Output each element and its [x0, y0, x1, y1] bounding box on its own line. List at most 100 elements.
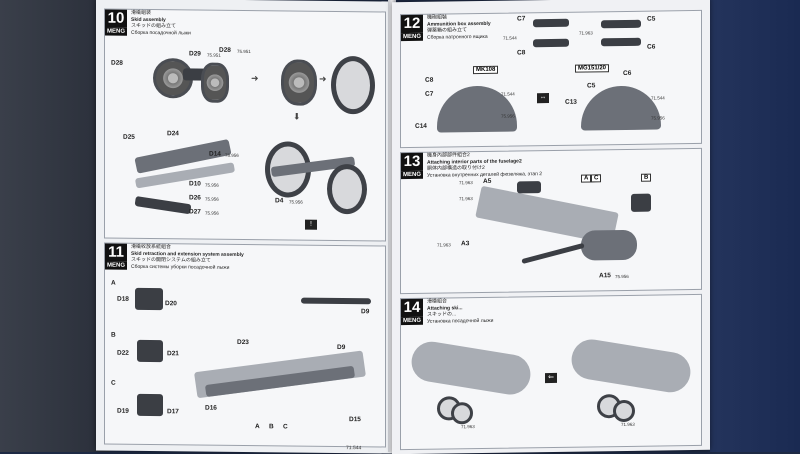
part-a5	[517, 181, 541, 194]
tag-a: A	[581, 174, 592, 183]
code-71963e: 71.963	[461, 424, 475, 430]
label-a-bottom: A	[255, 423, 260, 431]
tire-part	[331, 55, 375, 115]
step-titles: 滑橇組装 Skid assembly スキッドの組み立て Сборка поса…	[131, 10, 191, 37]
label-d14: D14	[209, 150, 221, 158]
label-d25: D25	[123, 133, 135, 141]
step-11: 11 滑橇收放系統組合 Skid retraction and extensio…	[104, 242, 386, 448]
step-number: 13	[401, 152, 423, 172]
tag-mg151: MG151/20	[575, 64, 610, 73]
label-d4: D4	[275, 197, 284, 205]
step-titles: 機砲組裝 Ammunition box assembly 弾薬箱の組み立て Сб…	[427, 14, 491, 41]
step-header: 10 滑橇組装 Skid assembly スキッドの組み立て Сборка п…	[105, 9, 191, 37]
meng-logo: MENG	[401, 32, 423, 42]
label-c8: C8	[517, 49, 526, 57]
step-number: 12	[401, 14, 423, 34]
part-b	[631, 193, 651, 212]
label-d29: D29	[189, 50, 201, 58]
label-d22: D22	[117, 349, 129, 357]
tag-b: B	[641, 173, 652, 182]
code-75956d: 75.956	[205, 210, 219, 216]
code-75956h: 75.956	[615, 273, 629, 280]
step-13: 13 機身內部部件組合2 Attaching interior parts of…	[400, 147, 702, 295]
step-14: 14 滑橇組合 Attaching ski... スキッドの... Устано…	[400, 293, 702, 451]
wheel-retracted-2	[613, 399, 635, 423]
warning-icon: !	[305, 219, 317, 230]
label-a15: A15	[599, 272, 611, 280]
step-titles: 滑橇組合 Attaching ski... スキッドの... Установка…	[427, 298, 493, 325]
arrow-right-icon: ➜	[251, 73, 259, 84]
meng-logo: MENG	[105, 27, 127, 36]
wheel-installed-2	[327, 163, 367, 215]
rail-d9	[301, 297, 371, 305]
code-75956g: 75.956	[651, 115, 665, 121]
label-d28: D28	[111, 59, 123, 67]
code-75956c: 75.956	[205, 196, 219, 202]
label-c6: C6	[647, 43, 656, 51]
step-10: 10 滑橇組装 Skid assembly スキッドの組み立て Сборка п…	[104, 8, 386, 242]
title-ru: Сборка системы уборки посадочной лыжи	[131, 263, 230, 271]
ammo-box-mg151	[581, 85, 661, 131]
step-titles: 滑橇收放系統組合 Skid retraction and extension s…	[131, 244, 244, 271]
label-b-bottom: B	[269, 423, 274, 431]
step-number: 14	[401, 298, 423, 318]
label-c8b: C8	[425, 76, 434, 84]
label-c14: C14	[415, 122, 427, 130]
title-ru: Сборка патронного ящика	[427, 33, 488, 41]
code-75951b: 75.951	[237, 48, 251, 55]
meng-logo: MENG	[105, 261, 127, 270]
label-d27: D27	[189, 208, 201, 216]
tag-mk108: MK108	[473, 65, 499, 75]
label-d23: D23	[237, 338, 249, 347]
code-71544: 71.544	[503, 35, 517, 41]
arrow-right-icon: ➜	[319, 73, 327, 84]
code-71963c: 71.963	[459, 196, 473, 202]
cannon-engine	[581, 229, 637, 261]
step-titles: 機身內部部件組合2 Attaching interior parts of th…	[427, 151, 542, 179]
meng-logo: MENG	[401, 170, 423, 180]
label-d24: D24	[167, 130, 179, 138]
code-75956f: 75.956	[501, 113, 515, 119]
code-71963: 71.963	[579, 30, 593, 36]
background-left	[0, 0, 110, 452]
label-d17: D17	[167, 408, 179, 416]
label-d19: D19	[117, 407, 129, 415]
step-number: 10	[105, 9, 127, 28]
swap-icon: ⇔	[537, 93, 549, 104]
fuselage-extended	[408, 338, 534, 398]
label-b: B	[111, 331, 116, 339]
cannon-barrel	[521, 242, 585, 265]
step-header: 11 滑橇收放系統組合 Skid retraction and extensio…	[105, 243, 244, 271]
bracket-c	[137, 393, 163, 417]
code-75956b: 75.956	[205, 182, 219, 188]
label-c-bottom: C	[283, 423, 288, 431]
label-d9b: D9	[337, 343, 346, 352]
label-d16: D16	[205, 404, 217, 412]
code-71963f: 71.963	[621, 421, 635, 428]
fuselage-retracted	[568, 336, 694, 396]
wheel-extended-2	[451, 402, 473, 425]
label-a5: A5	[483, 177, 492, 185]
label-d26: D26	[189, 194, 201, 202]
step-header: 14 滑橇組合 Attaching ski... スキッドの... Устано…	[401, 298, 493, 326]
step-12: 12 機砲組裝 Ammunition box assembly 弾薬箱の組み立て…	[400, 9, 702, 149]
code-75956: 75.956	[225, 152, 239, 158]
label-c5b: C5	[587, 82, 596, 90]
label-c6b: C6	[623, 69, 632, 77]
label-a: A	[111, 279, 116, 287]
label-d10: D10	[189, 180, 201, 188]
ammo-belt-c7	[533, 18, 569, 28]
page-number-left: 71.544	[346, 445, 362, 452]
title-ru: Сборка посадочной лыжи	[131, 29, 191, 36]
code-71544b: 71.544	[501, 91, 515, 97]
code-75956e: 75.956	[289, 199, 303, 205]
skid-bracket	[134, 196, 192, 215]
label-d15: D15	[349, 416, 361, 424]
code-71963b: 71.963	[459, 180, 473, 186]
label-c7: C7	[517, 15, 526, 23]
ammo-belt-c6	[601, 37, 641, 47]
label-d28b: D28	[219, 46, 231, 54]
wheel-assembled	[281, 59, 317, 106]
code-71963d: 71.963	[437, 242, 451, 248]
label-d20: D20	[165, 300, 177, 308]
